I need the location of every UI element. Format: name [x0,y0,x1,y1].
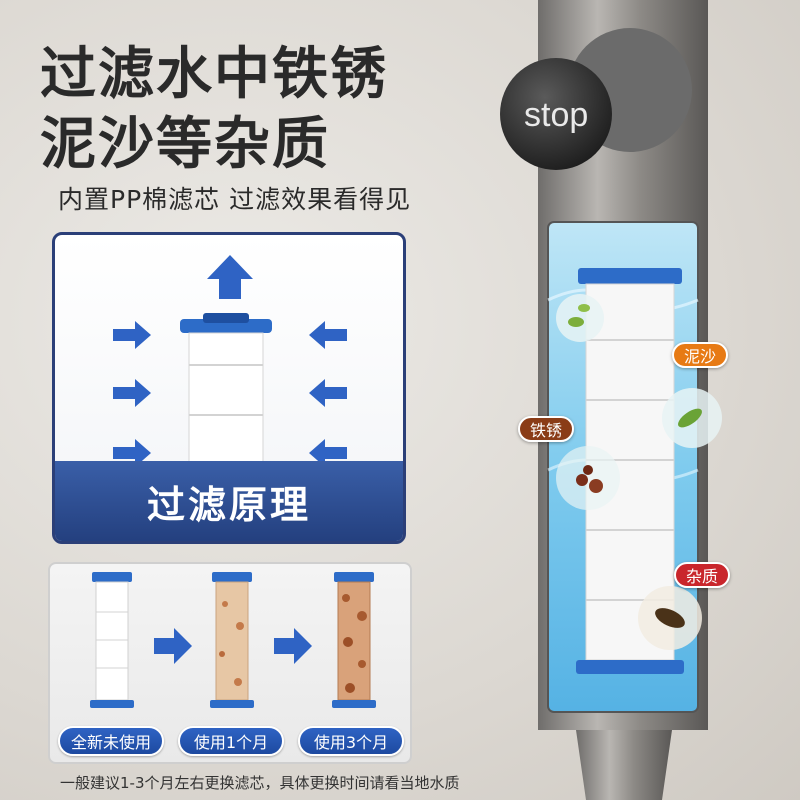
stage-label-new: 全新未使用 [58,726,164,756]
cartridge-1-month [210,572,254,708]
cartridge-new [90,572,134,708]
arrow-up-icon [207,255,253,299]
shower-head-product: stop [500,0,722,800]
cartridge-3-months [332,572,376,708]
tag-sand: 泥沙 [672,342,729,368]
replacement-note: 一般建议1-3个月左右更换滤芯，具体更换时间请看当地水质 [60,774,460,792]
headline: 过滤水中铁锈 泥沙等杂质 [40,40,388,180]
stop-label: stop [524,96,588,134]
tag-rust: 铁锈 [518,416,575,442]
principle-label: 过滤原理 [55,461,403,541]
tag-impurity: 杂质 [674,562,731,588]
filtration-principle-panel: 过滤原理 [52,232,406,544]
arrow-left-icon [309,321,347,467]
headline-line-1: 过滤水中铁锈 [40,42,388,107]
stage-label-3-months: 使用3个月 [298,726,404,756]
stage-label-1-month: 使用1个月 [178,726,284,756]
bubble-rust [556,446,620,510]
usage-comparison-panel: 全新未使用 使用1个月 使用3个月 [48,562,412,764]
headline-line-2: 泥沙等杂质 [40,112,330,177]
subtitle: 内置PP棉滤芯 过滤效果看得见 [58,185,412,214]
filter-cartridge-diagram [113,255,347,474]
arrow-right-icon [154,628,312,664]
arrow-right-icon [113,321,151,467]
cartridge-comparison-graphic [90,572,376,708]
stop-button-knob [500,58,612,170]
